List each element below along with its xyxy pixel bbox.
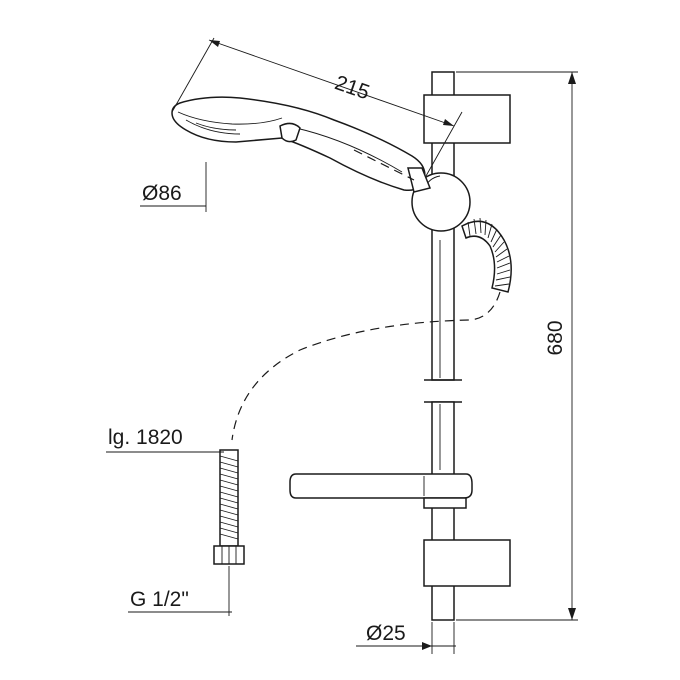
dim-label-lg1820: lg. 1820 <box>108 426 183 449</box>
slide-rail <box>424 71 462 621</box>
dim-label-g12: G 1/2" <box>130 588 189 611</box>
hose-nut-fitting <box>213 545 245 565</box>
top-wall-bracket <box>423 94 511 144</box>
hose-upper-coil <box>461 217 512 293</box>
dim-connection-thread: G 1/2" <box>128 566 232 616</box>
dim-rail-diameter: Ø25 <box>356 622 456 654</box>
dim-label-680: 680 <box>544 320 567 355</box>
dim-label-d25: Ø25 <box>366 622 406 645</box>
bottom-wall-bracket <box>423 539 511 587</box>
hose-lower <box>219 449 239 547</box>
dim-label-d86: Ø86 <box>142 182 182 205</box>
dim-head-diameter: Ø86 <box>140 162 207 212</box>
dim-label-215: 215 <box>332 71 373 104</box>
soap-dish <box>289 473 473 509</box>
hand-shower <box>171 96 432 193</box>
hose-path <box>231 291 501 441</box>
dim-rail-height: 680 <box>456 71 578 621</box>
dim-hose-length: lg. 1820 <box>106 426 224 453</box>
